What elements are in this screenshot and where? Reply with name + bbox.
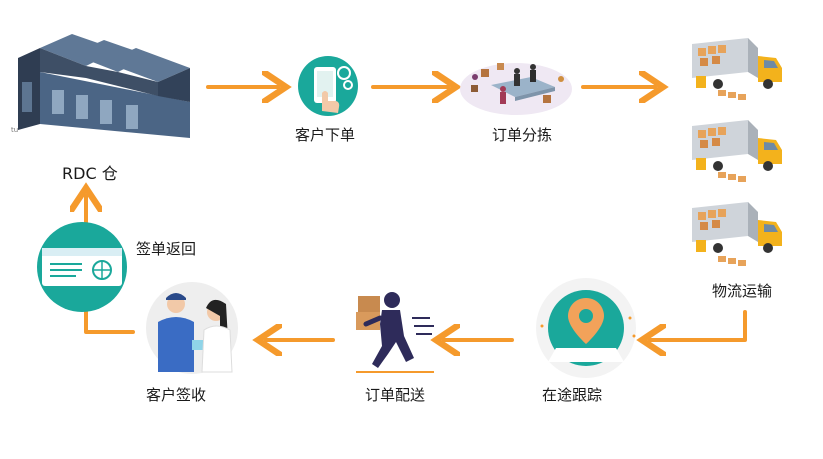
truck-icon-1 [688, 34, 788, 102]
node-label-return: 签单返回 [136, 240, 197, 258]
node-label-tracking: 在途跟踪 [542, 386, 603, 404]
small-mark: tu [11, 126, 19, 134]
warehouse-icon [10, 20, 210, 145]
node-label-rdc: RDC 仓 [62, 164, 118, 183]
receipt-card-icon [30, 222, 134, 312]
node-label-delivery: 订单配送 [365, 386, 426, 404]
truck-icon-3 [688, 198, 788, 270]
arrow-transport-to-tracking [650, 310, 747, 340]
sorting-scene-icon [457, 55, 575, 117]
node-label-sign: 客户签收 [146, 386, 207, 404]
truck-icon-2 [688, 116, 788, 184]
customer-sign-icon [136, 282, 248, 374]
node-label-transport: 物流运输 [712, 282, 773, 300]
location-pin-icon [530, 278, 642, 378]
node-label-order: 客户下单 [295, 126, 356, 144]
node-label-sort: 订单分拣 [492, 126, 553, 144]
delivery-courier-icon [352, 284, 438, 374]
phone-order-icon [292, 55, 364, 117]
